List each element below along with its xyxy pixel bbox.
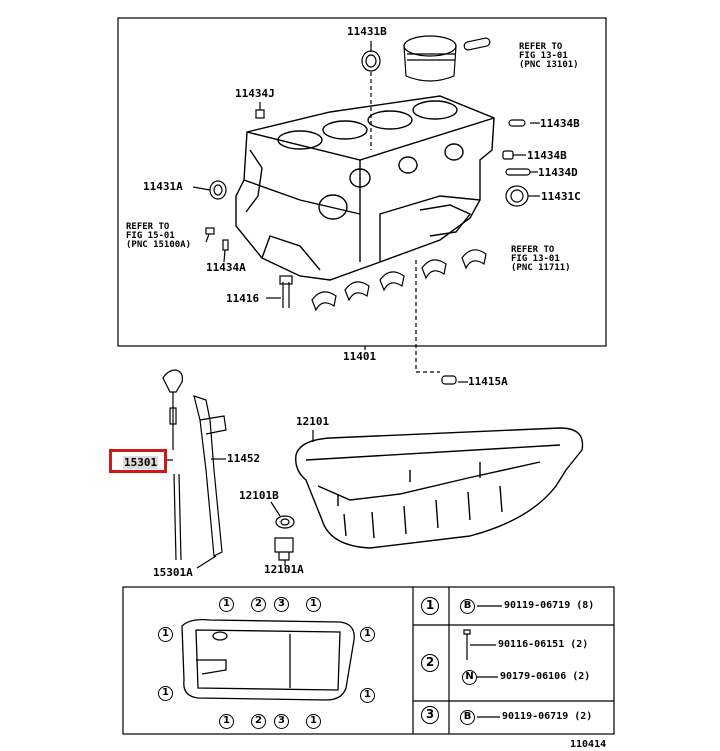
oil-level-gauge-drawing [162,369,183,561]
oil-pan-top-view [181,618,355,701]
seal-11431B [361,50,381,72]
bolt-marker: 1 [360,688,375,703]
bolt-marker: 1 [219,597,234,612]
oil-pan-drawing [295,427,584,549]
part-label-11434D[interactable]: 11434D [538,166,578,179]
refer-piston[interactable]: REFER TO FIG 13-01 (PNC 13101) [519,42,579,70]
legend-row3-marker: 3 [421,706,439,724]
bolt-marker: 1 [306,714,321,729]
crank-bearings [311,249,487,312]
legend-row3-letter: B [460,710,475,725]
part-label-11452[interactable]: 11452 [227,452,261,465]
piston-drawing [403,35,491,82]
part-label-11431C[interactable]: 11431C [541,190,581,203]
bolt-marker: 1 [219,714,234,729]
plug-11434J [255,109,265,119]
bolt-marker: 1 [360,627,375,642]
legend-row1-part[interactable]: 90119-06719 (8) [504,600,595,611]
legend-row2-part-top[interactable]: 90116-06151 (2) [498,639,589,650]
cylinder-block-drawing [235,95,495,281]
legend-frame [122,586,615,735]
engine-block-frame [117,17,607,347]
bolt-marker: 1 [158,686,173,701]
bolt-marker: 2 [251,597,266,612]
part-label-11416[interactable]: 11416 [226,292,260,305]
legend-bolt-icons [463,605,502,718]
part-label-11434B-2[interactable]: 11434B [527,149,567,162]
bolt-marker: 3 [274,714,289,729]
part-label-15301A[interactable]: 15301A [153,566,193,579]
part-label-12101A[interactable]: 12101A [264,563,304,576]
part-label-12101B[interactable]: 12101B [239,489,279,502]
part-label-11434B-1[interactable]: 11434B [540,117,580,130]
figure-id: 110414 [570,739,607,750]
legend-row2-letter: N [462,670,477,685]
leader-lines [165,41,540,569]
bolt-marker: 2 [251,714,266,729]
highlighted-part-15301[interactable]: 15301 [109,449,167,473]
legend-row1-marker: 1 [421,597,439,615]
bolt-marker: 3 [274,597,289,612]
legend-row2-part-bottom[interactable]: 90179-06106 (2) [500,671,591,682]
part-label-12101[interactable]: 12101 [296,415,330,428]
refer-bearing[interactable]: REFER TO FIG 13-01 (PNC 11711) [511,245,571,273]
bolt-marker: 1 [158,627,173,642]
part-label-11431B[interactable]: 11431B [347,25,387,38]
part-label-15301[interactable]: 15301 [123,456,159,469]
part-label-11415A[interactable]: 11415A [468,375,508,388]
refer-block[interactable]: REFER TO FIG 15-01 (PNC 15100A) [126,222,192,250]
legend-row3-part[interactable]: 90119-06719 (2) [502,711,593,722]
part-label-11431A[interactable]: 11431A [143,180,183,193]
bolt-marker: 1 [306,597,321,612]
gauge-guide-drawing [193,395,227,557]
part-label-11401[interactable]: 11401 [343,350,377,363]
legend-row2-marker: 2 [421,654,439,672]
legend-row1-letter: B [460,599,475,614]
part-label-11434J[interactable]: 11434J [235,87,275,100]
part-label-11434A[interactable]: 11434A [206,261,246,274]
